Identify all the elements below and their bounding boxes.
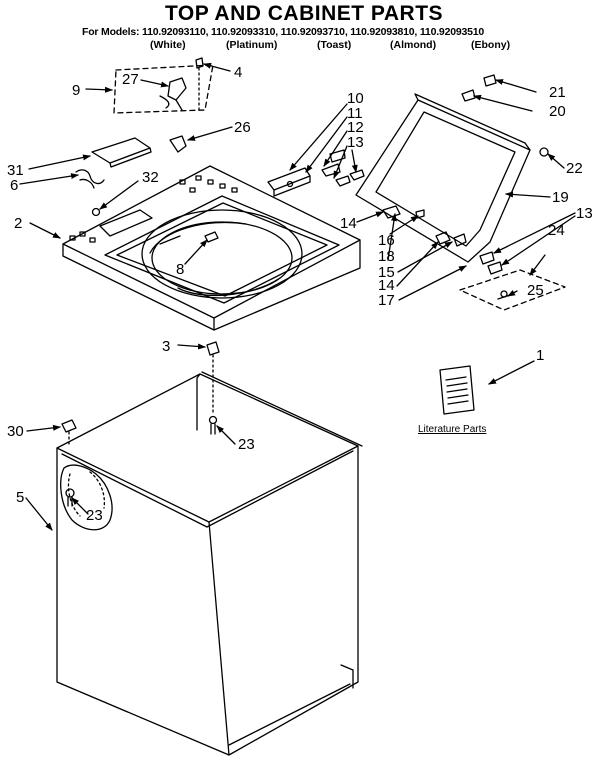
callout-13-top: 13 bbox=[347, 134, 364, 151]
callout-8: 8 bbox=[176, 261, 184, 278]
callout-3: 3 bbox=[162, 338, 170, 355]
page-title: TOP AND CABINET PARTS bbox=[164, 2, 444, 25]
clips-drawing bbox=[61, 341, 220, 447]
callout-18: 18 bbox=[378, 248, 395, 265]
callout-11: 11 bbox=[347, 105, 363, 122]
callout-20: 20 bbox=[549, 103, 566, 120]
callout-4: 4 bbox=[234, 64, 242, 81]
top-assembly-drawing bbox=[62, 165, 361, 331]
callout-26: 26 bbox=[234, 119, 251, 136]
callout-6: 6 bbox=[10, 177, 18, 194]
cabinet-drawing bbox=[56, 371, 363, 756]
variant-ebony: (Ebony) bbox=[471, 39, 511, 51]
callout-12: 12 bbox=[347, 119, 364, 136]
callout-2: 2 bbox=[14, 215, 22, 232]
callout-14-lower: 14 bbox=[378, 277, 395, 294]
variant-toast: (Toast) bbox=[317, 39, 352, 51]
callout-labels: 1 2 3 4 5 6 8 9 10 11 12 13 13 14 14 15 … bbox=[7, 64, 593, 524]
callout-5: 5 bbox=[16, 489, 24, 506]
callout-9: 9 bbox=[72, 82, 80, 99]
callout-27: 27 bbox=[122, 71, 139, 88]
callout-10: 10 bbox=[347, 90, 364, 107]
callout-17: 17 bbox=[378, 292, 395, 309]
callout-22: 22 bbox=[566, 160, 583, 177]
callout-32: 32 bbox=[142, 169, 159, 186]
callout-16: 16 bbox=[378, 232, 395, 249]
callout-30: 30 bbox=[7, 423, 24, 440]
callout-15: 15 bbox=[378, 264, 395, 281]
callout-25: 25 bbox=[527, 282, 544, 299]
variant-white: (White) bbox=[150, 39, 186, 51]
literature-booklet bbox=[439, 365, 475, 415]
lid-drawing bbox=[267, 74, 566, 311]
variant-platinum: (Platinum) bbox=[226, 39, 278, 51]
variant-almond: (Almond) bbox=[390, 39, 437, 51]
callout-21: 21 bbox=[549, 84, 566, 101]
literature-parts-label: Literature Parts bbox=[418, 424, 487, 435]
callout-24: 24 bbox=[548, 222, 565, 239]
callout-14-upper: 14 bbox=[340, 215, 357, 232]
models-line: For Models: 110.92093110, 110.92093310, … bbox=[82, 26, 485, 38]
callout-23-lower: 23 bbox=[86, 507, 103, 524]
leader-lines bbox=[19, 62, 576, 531]
small-parts-left bbox=[75, 57, 214, 217]
callout-31: 31 bbox=[7, 162, 24, 179]
callout-23-upper: 23 bbox=[238, 436, 255, 453]
callout-13-right: 13 bbox=[576, 205, 593, 222]
callout-1: 1 bbox=[536, 347, 544, 364]
callout-19: 19 bbox=[552, 189, 569, 206]
